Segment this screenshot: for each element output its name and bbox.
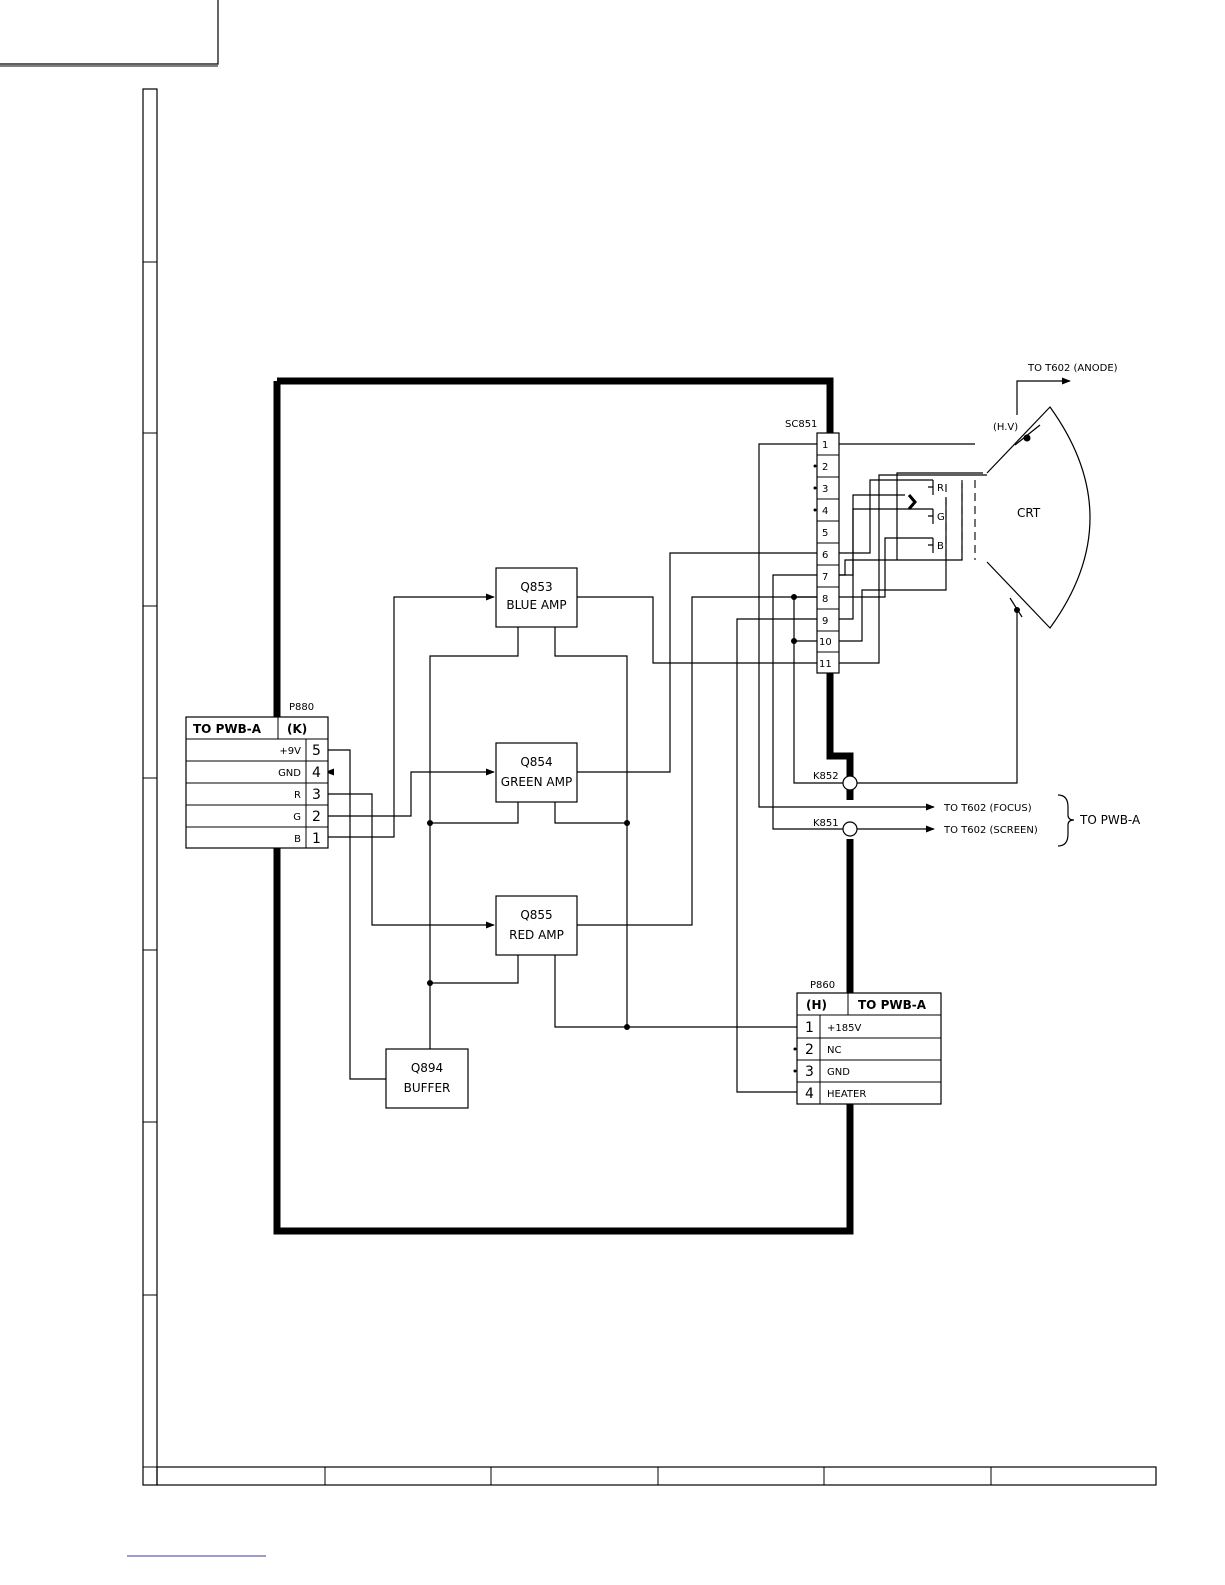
sc851-pin: 8 — [822, 594, 828, 605]
p880-row-name: GND — [278, 768, 301, 779]
sc851-pin: 3 — [822, 484, 828, 495]
sc851-pin: 1 — [822, 440, 828, 451]
p860-row-pin: 2 — [805, 1042, 814, 1058]
screen-label: TO T602 (SCREEN) — [943, 825, 1038, 836]
p860-label: P860 — [810, 980, 835, 991]
p880-row-pin: 4 — [312, 765, 321, 781]
q894-name: BUFFER — [404, 1081, 451, 1095]
k852-label: K852 — [813, 771, 839, 782]
p880-row-pin: 3 — [312, 787, 321, 803]
p860-row-name: NC — [827, 1045, 841, 1056]
p880-row-pin: 1 — [312, 831, 321, 847]
hv-label: (H.V) — [993, 422, 1018, 433]
p860-row-pin: 1 — [805, 1020, 814, 1036]
sc851-pin: 5 — [822, 528, 828, 539]
brace-to-pwb-a-label: TO PWB-A — [1079, 813, 1141, 827]
q853-block: Q853 BLUE AMP — [496, 568, 577, 627]
q853-name: BLUE AMP — [506, 598, 566, 612]
sc851-pin: 6 — [822, 550, 828, 561]
p880-row-pin: 5 — [312, 743, 321, 759]
pwb-brace — [1058, 795, 1074, 846]
p880-header-right: (K) — [287, 722, 307, 736]
p880-label: P880 — [289, 702, 314, 713]
gun-g-label: G — [937, 512, 945, 523]
q894-ref: Q894 — [411, 1061, 443, 1075]
p880-row-name: B — [294, 834, 301, 845]
q894-block: Q894 BUFFER — [386, 1049, 468, 1108]
sc851-label: SC851 — [785, 419, 817, 430]
p880-header-left: TO PWB-A — [193, 722, 262, 736]
sc851-pin: 11 — [819, 659, 832, 670]
q855-block: Q855 RED AMP — [496, 896, 577, 955]
sc851-pin: 9 — [822, 616, 828, 627]
junction-dots — [427, 594, 797, 1030]
p860-header-right: TO PWB-A — [858, 998, 927, 1012]
gun-b-label: B — [937, 541, 944, 552]
k851-label: K851 — [813, 818, 839, 829]
pwb-outline-bottom — [277, 381, 850, 1231]
q854-block: Q854 GREEN AMP — [496, 743, 577, 802]
p880-row-pin: 2 — [312, 809, 321, 825]
crt-label: CRT — [1017, 506, 1041, 520]
anode-label: TO T602 (ANODE) — [1027, 363, 1118, 374]
wiring — [326, 381, 1070, 1092]
sc851-pin: 4 — [822, 506, 828, 517]
p860-row-name: +185V — [827, 1023, 861, 1034]
k851-terminal — [843, 822, 857, 836]
p880-connector — [186, 717, 328, 848]
q853-ref: Q853 — [520, 580, 552, 594]
p860-row-name: GND — [827, 1067, 850, 1078]
p880-row-name: R — [294, 790, 301, 801]
title-corner-box — [0, 0, 218, 64]
focus-label: TO T602 (FOCUS) — [943, 803, 1032, 814]
p860-row-pin: 4 — [805, 1086, 814, 1102]
gun-r-label: R — [937, 483, 944, 494]
k852-terminal — [843, 776, 857, 790]
p860-row-name: HEATER — [827, 1089, 866, 1100]
p880-row-name: +9V — [279, 746, 301, 757]
p860-row-pin: 3 — [805, 1064, 814, 1080]
q855-name: RED AMP — [509, 928, 564, 942]
q855-ref: Q855 — [520, 908, 552, 922]
q854-ref: Q854 — [520, 755, 552, 769]
sc851-pin: 2 — [822, 462, 828, 473]
p860-header-left: (H) — [806, 998, 827, 1012]
q854-name: GREEN AMP — [501, 775, 572, 789]
sc851-pin: 10 — [819, 637, 832, 648]
p880-row-name: G — [293, 812, 301, 823]
sc851-pin: 7 — [822, 572, 828, 583]
